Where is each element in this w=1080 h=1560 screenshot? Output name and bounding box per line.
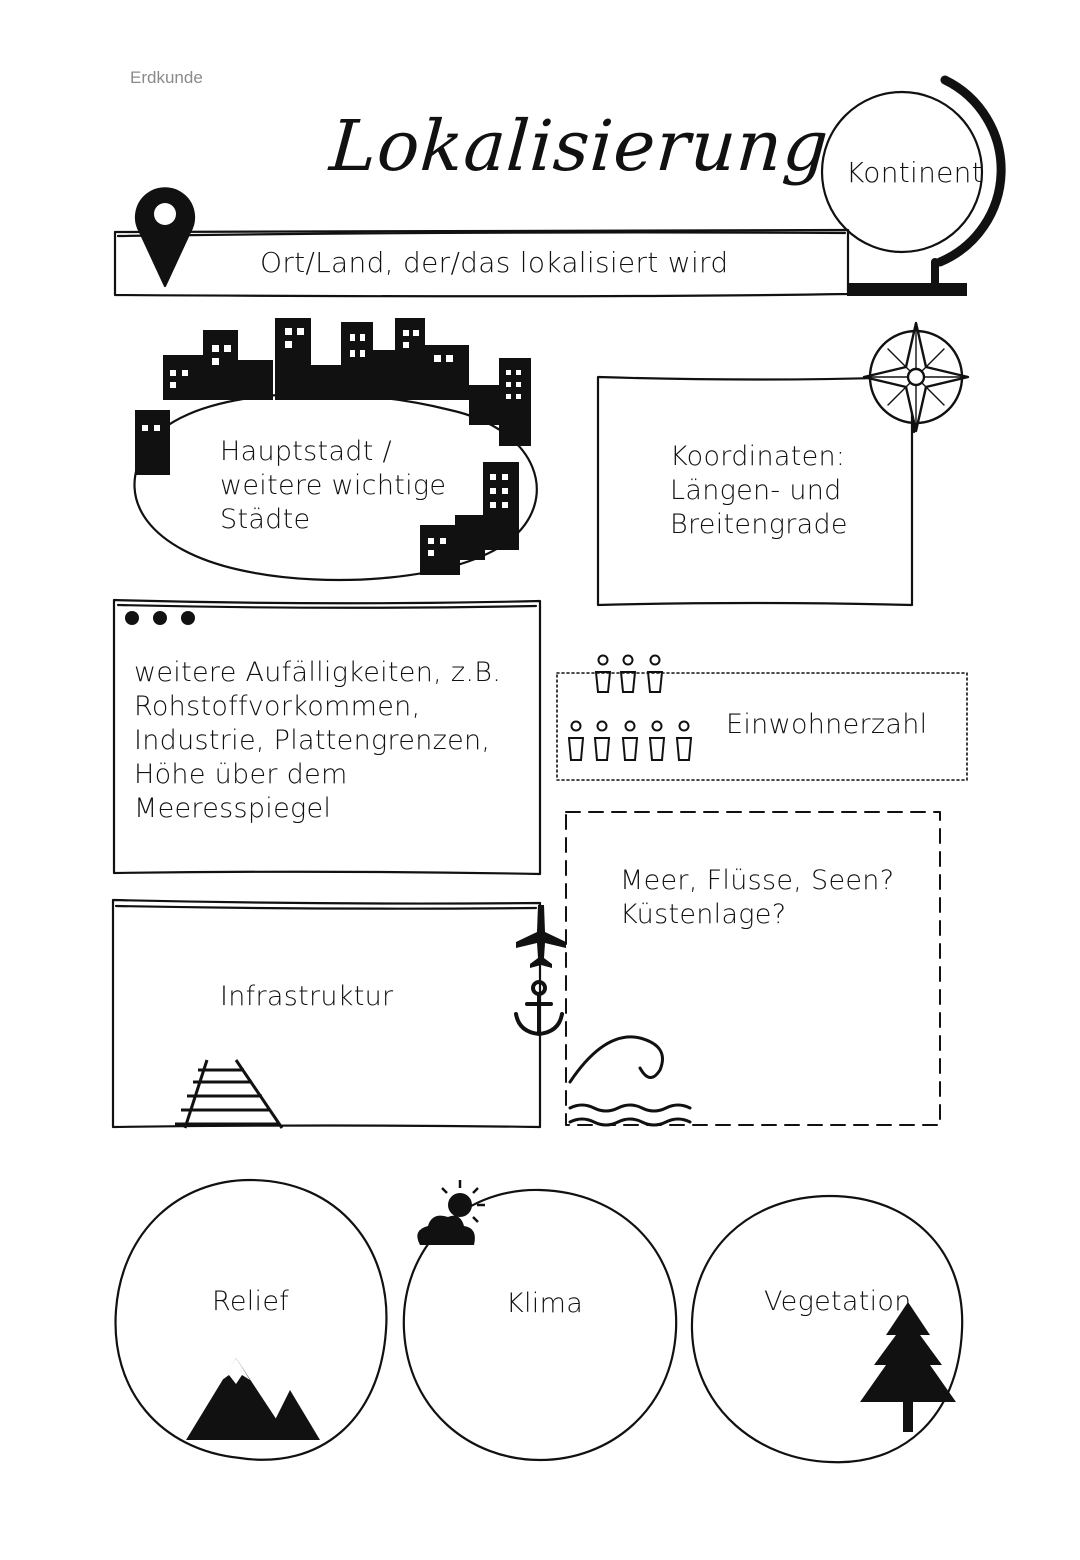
klima-circle (402, 1188, 678, 1462)
klima-label: Klima (506, 1288, 584, 1319)
remarks-label: weitere Aufälligkeiten, z.B. Rohstoffvor… (134, 657, 502, 824)
people-icon (567, 654, 693, 761)
population-label: Einwohnerzahl (726, 709, 928, 740)
subject-label: Erdkunde (130, 68, 203, 87)
vegetation-circle (690, 1194, 964, 1464)
ort-land-label: Ort/Land, der/das lokalisiert wird (260, 246, 729, 279)
railway-icon (175, 1059, 284, 1129)
water-box (565, 811, 941, 1126)
relief-label: Relief (212, 1286, 290, 1317)
water-label: Meer, Flüsse, Seen? Küstenlage? (620, 865, 895, 930)
infrastructure-label: Infrastruktur (220, 981, 394, 1012)
ellipsis-icon (125, 611, 195, 625)
relief-circle (114, 1178, 388, 1461)
capital-label: Hauptstadt / weitere wichtige Städte (220, 436, 447, 535)
kontinent-label: Kontinent (846, 156, 983, 189)
sun-cloud-icon (417, 1180, 485, 1245)
coordinates-label: Koordinaten: Längen- und Breitengrade (670, 441, 848, 540)
anchor-icon (514, 980, 564, 1037)
compass-rose-icon (862, 321, 970, 433)
location-pin-icon (134, 187, 196, 288)
mountain-icon (186, 1358, 320, 1440)
pine-tree-icon (860, 1302, 956, 1432)
wave-icon (568, 1035, 692, 1127)
page-title: Lokalisierung (327, 105, 832, 187)
airplane-icon (516, 905, 566, 968)
vegetation-label: Vegetation (764, 1286, 912, 1317)
